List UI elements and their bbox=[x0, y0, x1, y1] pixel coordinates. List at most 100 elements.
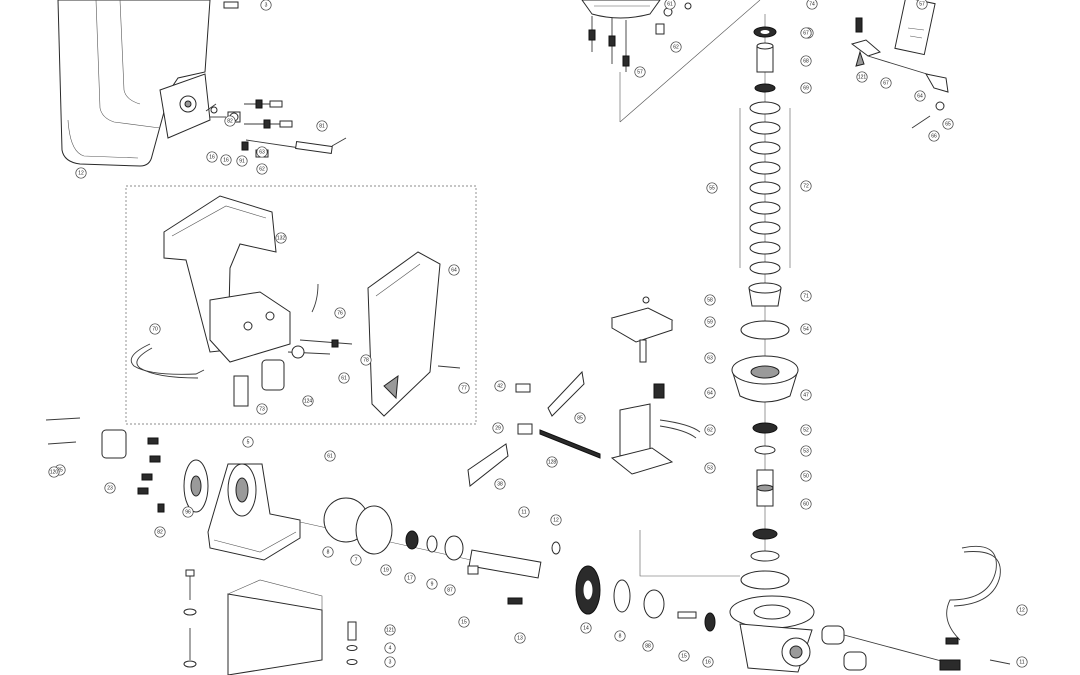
callout-circle bbox=[149, 323, 161, 335]
callout-circle bbox=[350, 554, 362, 566]
callout-circle bbox=[75, 167, 87, 179]
part-callout: 47 bbox=[800, 389, 812, 401]
callout-number: 81 bbox=[319, 123, 325, 129]
part-number-callouts: 3121616916263818213264767861124737770741… bbox=[48, 0, 1028, 668]
side-panel-part bbox=[367, 251, 461, 417]
callout-number: 61 bbox=[341, 375, 347, 381]
callout-circle bbox=[704, 462, 716, 474]
part-callout: 9 bbox=[426, 578, 438, 590]
part-callout: 62 bbox=[256, 163, 268, 175]
part-callout: 12 bbox=[1016, 604, 1028, 616]
cover-housing-part bbox=[57, 0, 211, 167]
callout-number: 121 bbox=[858, 74, 867, 80]
sensor-cable-left bbox=[130, 343, 205, 379]
callout-number: 50 bbox=[803, 473, 809, 479]
part-callout: 8 bbox=[322, 546, 334, 558]
part-callout: 8 bbox=[614, 630, 626, 642]
callout-number: 29 bbox=[495, 425, 501, 431]
output-shaft-group bbox=[299, 497, 716, 632]
callout-circle bbox=[236, 155, 248, 167]
part-callout: 71 bbox=[800, 290, 812, 302]
callout-circle bbox=[360, 354, 372, 366]
part-callout: 13 bbox=[514, 632, 526, 644]
callout-number: 124 bbox=[304, 398, 313, 404]
callout-number: 65 bbox=[945, 121, 951, 127]
callout-circle bbox=[914, 90, 926, 102]
part-callout: 132 bbox=[275, 232, 287, 244]
callout-number: 47 bbox=[803, 392, 809, 398]
callout-number: 132 bbox=[277, 235, 286, 241]
callout-circle bbox=[48, 466, 60, 478]
callout-circle bbox=[426, 578, 438, 590]
wire-harness-right bbox=[945, 545, 1001, 645]
callout-number: 74 bbox=[809, 1, 815, 7]
callout-number: 3 bbox=[265, 2, 268, 8]
motor-plate-part bbox=[581, 0, 692, 72]
part-callout: 68 bbox=[800, 55, 812, 67]
part-callout: 64 bbox=[914, 90, 926, 102]
callout-number: 3 bbox=[389, 659, 392, 665]
callout-circle bbox=[916, 0, 928, 10]
callout-circle bbox=[800, 470, 812, 482]
part-callout: 70 bbox=[149, 323, 161, 335]
part-callout: 81 bbox=[316, 120, 328, 132]
callout-number: 4 bbox=[389, 645, 392, 651]
callout-number: 52 bbox=[803, 427, 809, 433]
callout-circle bbox=[494, 478, 506, 490]
callout-number: 71 bbox=[803, 293, 809, 299]
callout-circle bbox=[322, 546, 334, 558]
part-callout: 62 bbox=[670, 41, 682, 53]
callout-number: 82 bbox=[227, 118, 233, 124]
part-callout: 57 bbox=[634, 66, 646, 78]
part-callout: 42 bbox=[494, 380, 506, 392]
part-callout: 63 bbox=[256, 146, 268, 158]
part-callout: 64 bbox=[448, 264, 460, 276]
part-callout: 67 bbox=[800, 27, 812, 39]
part-callout: 82 bbox=[224, 115, 236, 127]
callout-number: 73 bbox=[259, 406, 265, 412]
callout-number: 55 bbox=[709, 185, 715, 191]
callout-circle bbox=[670, 41, 682, 53]
part-callout: 38 bbox=[494, 478, 506, 490]
part-callout: 55 bbox=[706, 182, 718, 194]
callout-number: 12 bbox=[553, 517, 559, 523]
part-callout: 3 bbox=[384, 656, 396, 668]
callout-circle bbox=[404, 572, 416, 584]
part-callout: 52 bbox=[800, 424, 812, 436]
callout-number: 23 bbox=[107, 485, 113, 491]
callout-circle bbox=[706, 182, 718, 194]
part-callout: 76 bbox=[334, 307, 346, 319]
callout-circle bbox=[380, 564, 392, 576]
callout-number: 5 bbox=[247, 439, 250, 445]
callout-circle bbox=[324, 450, 336, 462]
callout-circle bbox=[448, 264, 460, 276]
callout-number: 25 bbox=[57, 467, 63, 473]
callout-circle bbox=[492, 422, 504, 434]
part-callout: 50 bbox=[800, 470, 812, 482]
part-callout: 58 bbox=[704, 294, 716, 306]
part-callout: 85 bbox=[574, 412, 586, 424]
callout-circle bbox=[704, 352, 716, 364]
callout-circle bbox=[104, 482, 116, 494]
callout-number: 67 bbox=[803, 30, 809, 36]
callout-number: 64 bbox=[917, 93, 923, 99]
part-callout: 73 bbox=[256, 403, 268, 415]
callout-number: 64 bbox=[451, 267, 457, 273]
part-callout: 16 bbox=[220, 154, 232, 166]
callout-number: 53 bbox=[707, 465, 713, 471]
callout-circle bbox=[550, 514, 562, 526]
callout-number: 53 bbox=[803, 448, 809, 454]
callout-number: 8 bbox=[619, 633, 622, 639]
part-callout: 29 bbox=[492, 422, 504, 434]
part-callout: 82 bbox=[154, 526, 166, 538]
callout-number: 13 bbox=[517, 635, 523, 641]
callout-circle bbox=[800, 445, 812, 457]
callout-number: 16 bbox=[705, 659, 711, 665]
callout-circle bbox=[458, 382, 470, 394]
callout-number: 17 bbox=[407, 575, 413, 581]
part-callout: 12 bbox=[550, 514, 562, 526]
callout-circle bbox=[256, 146, 268, 158]
callout-number: 12 bbox=[1019, 607, 1025, 613]
part-callout: 72 bbox=[800, 180, 812, 192]
